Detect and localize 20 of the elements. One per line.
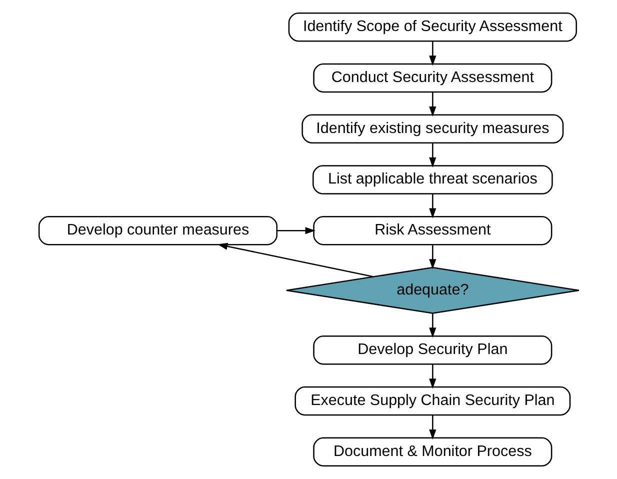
arrow: [428, 245, 436, 270]
node-box: Conduct Security Assessment: [312, 63, 552, 93]
arrow: [428, 143, 436, 168]
arrow: [428, 415, 436, 440]
node-diamond: adequate?: [285, 266, 580, 314]
arrow: [428, 194, 436, 218]
arrow: [276, 227, 315, 234]
node-box: Identify existing security measures: [301, 114, 564, 144]
node-box: Document & Monitor Process: [312, 437, 552, 466]
node-box: Risk Assessment: [312, 216, 552, 246]
node-box: Develop counter measures: [38, 216, 278, 246]
arrow: [428, 313, 436, 338]
node-box: Identify Scope of Security Assessment: [288, 12, 576, 42]
arrow: [216, 242, 373, 278]
node-box: Execute Supply Chain Security Plan: [294, 386, 570, 416]
node-box: Develop Security Plan: [312, 336, 552, 365]
arrow: [428, 42, 436, 66]
arrow: [428, 364, 436, 389]
node-box: List applicable threat scenarios: [312, 165, 552, 194]
arrow: [428, 92, 436, 117]
